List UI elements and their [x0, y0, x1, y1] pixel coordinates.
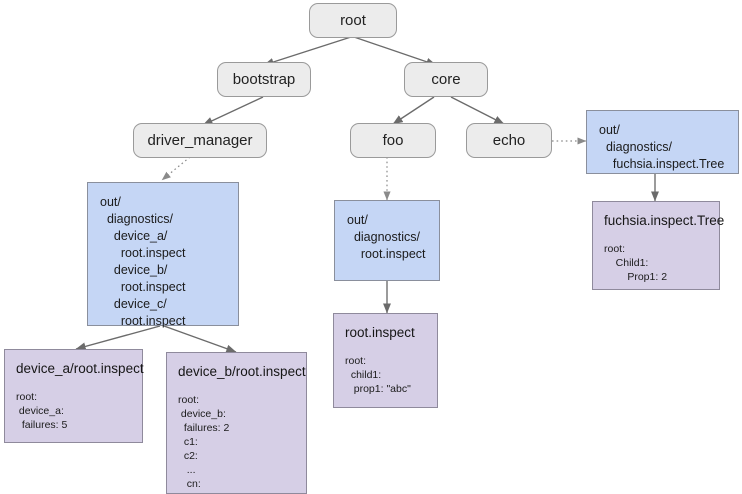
file-title: fuchsia.inspect.Tree [604, 213, 725, 228]
file-body: root: child1: prop1: "abc" [345, 354, 437, 396]
dir-line: root.inspect [347, 247, 426, 261]
file-line: device_a: [16, 405, 64, 417]
component-label-driver-manager: driver_manager [147, 132, 253, 149]
file-box-foo-root-inspect[interactable]: root.inspect root: child1: prop1: "abc" [333, 313, 438, 408]
edge-driver-manager-to-out [161, 156, 191, 181]
dir-line: diagnostics/ [599, 140, 672, 154]
file-line: c2: [178, 450, 198, 462]
component-label-root: root [340, 12, 366, 29]
dir-line: device_b/ [100, 263, 168, 277]
file-line: root: [345, 355, 367, 367]
component-node-core[interactable]: core [404, 62, 488, 97]
component-node-root[interactable]: root [309, 3, 397, 38]
dir-line: out/ [347, 213, 368, 227]
file-title: device_b/root.inspect [178, 364, 306, 379]
file-line: c1: [178, 436, 198, 448]
file-line: Prop1: 2 [604, 271, 668, 283]
dir-line: out/ [599, 123, 620, 137]
file-line: Child1: [604, 257, 649, 269]
dir-line: root.inspect [100, 246, 186, 260]
file-title: root.inspect [345, 325, 415, 340]
component-node-bootstrap[interactable]: bootstrap [217, 62, 311, 97]
dir-line: device_c/ [100, 297, 167, 311]
component-node-foo[interactable]: foo [350, 123, 436, 158]
file-body: root: Child1: Prop1: 2 [604, 242, 719, 284]
file-line: failures: 5 [16, 419, 68, 431]
dir-line: out/ [100, 195, 121, 209]
dir-line: diagnostics/ [347, 230, 420, 244]
component-node-driver-manager[interactable]: driver_manager [133, 123, 267, 158]
file-line: root: [16, 391, 38, 403]
directory-box-echo-out[interactable]: out/ diagnostics/ fuchsia.inspect.Tree [586, 110, 739, 174]
dir-line: fuchsia.inspect.Tree [599, 157, 725, 171]
component-label-core: core [431, 71, 461, 88]
file-line: prop1: "abc" [345, 383, 411, 395]
component-label-echo: echo [492, 132, 526, 149]
directory-box-foo-out[interactable]: out/ diagnostics/ root.inspect [334, 200, 440, 281]
edge-core-to-echo [450, 96, 505, 125]
dir-line: diagnostics/ [100, 212, 173, 226]
file-title: device_a/root.inspect [16, 361, 144, 376]
file-line: child1: [345, 369, 382, 381]
file-box-device-b[interactable]: device_b/root.inspect root: device_b: fa… [166, 352, 307, 494]
file-line: ... [178, 464, 196, 476]
file-box-fuchsia-inspect-tree[interactable]: fuchsia.inspect.Tree root: Child1: Prop1… [592, 201, 725, 290]
file-body: root: device_b: failures: 2 c1: c2: ... … [178, 393, 306, 491]
directory-box-driver-manager-out[interactable]: out/ diagnostics/ device_a/ root.inspect… [87, 182, 239, 328]
file-line: root: [604, 243, 626, 255]
dir-line: root.inspect [100, 280, 186, 294]
file-line: cn: [178, 478, 201, 490]
component-label-bootstrap: bootstrap [232, 71, 296, 88]
edge-bootstrap-to-driver-manager [202, 96, 264, 126]
file-box-device-a[interactable]: device_a/root.inspect root: device_a: fa… [4, 349, 144, 443]
dir-line: root.inspect [100, 314, 186, 328]
file-line: failures: 2 [178, 422, 230, 434]
edge-root-to-core [353, 36, 437, 66]
edge-core-to-foo [392, 96, 435, 125]
component-node-echo[interactable]: echo [466, 123, 552, 158]
file-line: device_b: [178, 408, 226, 420]
dir-line: device_a/ [100, 229, 168, 243]
component-label-foo: foo [382, 132, 404, 149]
edge-root-to-bootstrap [263, 36, 352, 66]
file-body: root: device_a: failures: 5 [16, 390, 142, 432]
file-line: root: [178, 394, 200, 406]
